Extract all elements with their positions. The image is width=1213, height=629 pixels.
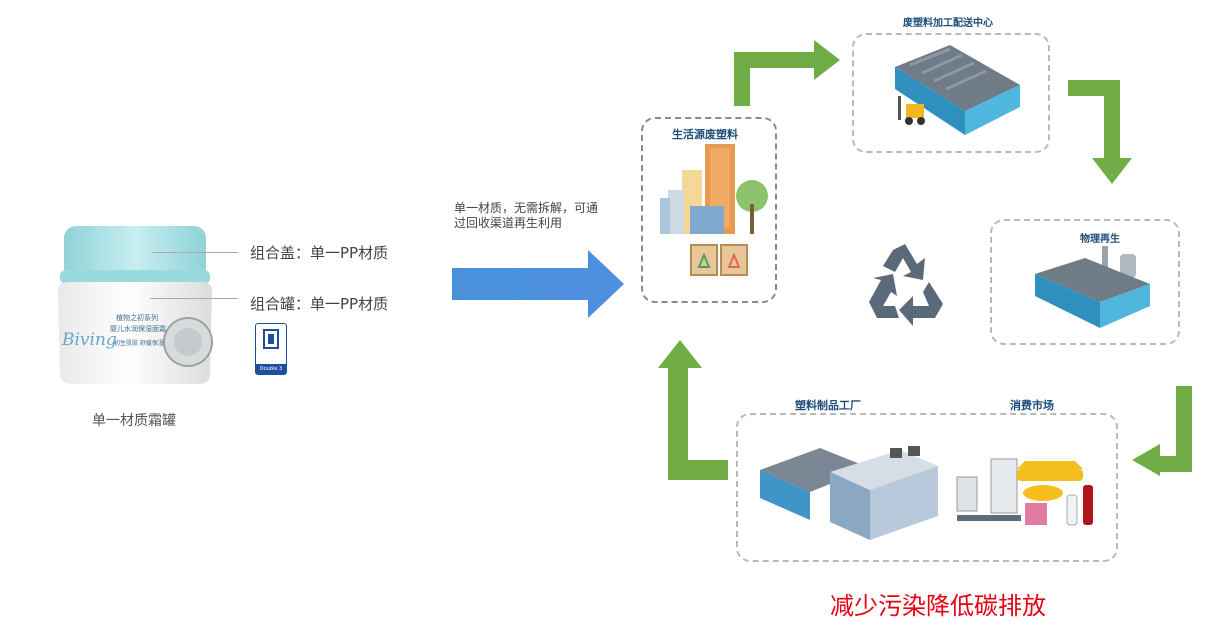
slogan: 减少污染降低碳排放 bbox=[830, 592, 1046, 620]
market-label: 消费市场 bbox=[1010, 399, 1054, 412]
recycling-label: 物理再生 bbox=[1080, 234, 1120, 245]
jar-material-label: 组合罐：单一PP材质 bbox=[250, 295, 389, 313]
recycle-icon bbox=[869, 244, 943, 326]
jar-brand: Biving bbox=[62, 330, 117, 350]
green-arrow-down-left bbox=[1132, 386, 1192, 476]
household-waste-label: 生活源废塑料 bbox=[672, 128, 738, 141]
lid-material-label: 组合盖：单一PP材质 bbox=[250, 244, 389, 262]
flow-arrow-right bbox=[452, 250, 624, 318]
green-arrow-right-down bbox=[1068, 80, 1132, 184]
factory-label: 塑料制品工厂 bbox=[795, 399, 861, 412]
jar-text-line-3: 初生肌肤 舒缓保湿 bbox=[114, 340, 164, 347]
jar-text-line-1: 植物之初系列 bbox=[116, 314, 158, 322]
cream-jar-image bbox=[58, 226, 213, 384]
warehouse-illustration bbox=[895, 45, 1020, 135]
factory-market-box bbox=[736, 413, 1118, 562]
green-arrow-left-up bbox=[658, 340, 728, 480]
city-buildings-illustration bbox=[660, 144, 768, 234]
green-arrow-up-right bbox=[734, 40, 840, 106]
factory-illustration bbox=[760, 446, 938, 540]
flow-note-line-1: 单一材质，无需拆解，可通 bbox=[454, 201, 599, 215]
recycling-box bbox=[990, 219, 1180, 345]
badge-text: Double 3 bbox=[256, 364, 286, 374]
recycle-bins-icon bbox=[690, 244, 748, 276]
certification-badge: Double 3 bbox=[255, 323, 287, 375]
household-waste-box bbox=[641, 117, 777, 303]
lid-leader-line bbox=[152, 252, 238, 253]
product-caption: 单一材质霜罐 bbox=[92, 413, 176, 429]
forklift-icon bbox=[898, 96, 925, 125]
processing-center-box bbox=[852, 33, 1050, 153]
flow-note-line-2: 过回收渠道再生利用 bbox=[454, 216, 563, 230]
jar-leader-line bbox=[150, 298, 238, 299]
processing-center-label: 废塑料加工配送中心 bbox=[903, 18, 993, 29]
recycling-plant-illustration bbox=[1035, 246, 1150, 328]
consumer-goods-illustration bbox=[956, 458, 1093, 526]
jar-text-line-2: 婴儿水润保湿面霜 bbox=[110, 325, 166, 333]
